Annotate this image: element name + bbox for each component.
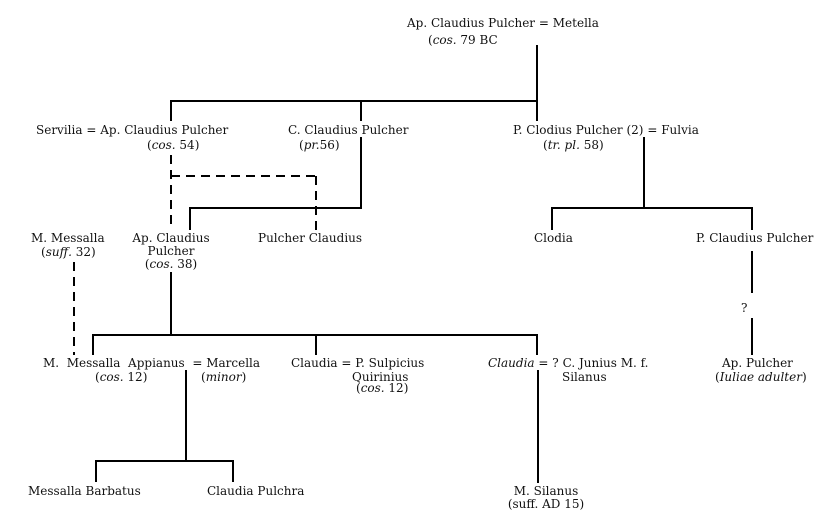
office-line: (pr.56) <box>299 138 340 152</box>
person-p-clodius-couple: P. Clodius Pulcher (2) = Fulvia <box>513 124 699 137</box>
marriage-sign: = <box>192 356 203 370</box>
person-name: P. Clodius Pulcher (2) <box>513 123 644 137</box>
person-name: Ap. Claudius Pulcher <box>407 16 536 30</box>
office-line: (suff. AD 15) <box>507 497 585 511</box>
person-claudia-sulpicius-couple: Claudia = P. Sulpicius <box>291 357 424 370</box>
person-claudia-silanus-couple: Claudia = ? C. Junius M. f. <box>488 357 649 370</box>
person-m-silanus: M. Silanus (suff. AD 15) <box>500 485 592 511</box>
person-servilia-couple: Servilia = Ap. Claudius Pulcher <box>36 124 228 137</box>
person-c-claudius-pulcher: C. Claudius Pulcher <box>288 123 409 137</box>
person-name-marcella: Marcella <box>206 356 261 370</box>
person-name-claudia: Claudia <box>291 356 338 370</box>
person-name: Ap. Claudius Pulcher <box>100 123 229 137</box>
marriage-sign: = <box>538 16 549 30</box>
person-name: C. Junius M. f. <box>562 356 649 370</box>
uncertain-mark: ? <box>741 301 748 315</box>
marriage-sign: = <box>341 356 352 370</box>
note-line: (Iuliae adulter) <box>715 370 807 384</box>
office-line: (cos. 12) <box>356 381 409 395</box>
marriage-sign: = <box>647 123 658 137</box>
person-name: M. Messalla Appianus <box>43 356 185 370</box>
person-clodia: Clodia <box>534 231 573 245</box>
person-name: P. Sulpicius <box>355 356 425 370</box>
office-line: (cos. 38) <box>144 257 198 271</box>
person-name-claudia: Claudia <box>488 356 535 370</box>
person-m-messalla: M. Messalla <box>31 231 105 245</box>
person-name-metella: Metella <box>552 16 599 30</box>
person-name-servilia: Servilia <box>36 123 83 137</box>
office-line: (suff. 32) <box>41 245 96 259</box>
person-p-claudius-pulcher: P. Claudius Pulcher <box>696 231 814 245</box>
person-name-cont: Quirinius <box>352 370 409 384</box>
office-line: (cos. 12) <box>95 370 148 384</box>
office-line: (cos. 54) <box>147 138 200 152</box>
person-claudia-pulchra: Claudia Pulchra <box>207 484 305 498</box>
person-messalla-appianus-couple: M. Messalla Appianus = Marcella <box>43 357 260 370</box>
marriage-sign: = <box>86 123 97 137</box>
person-ap-claudius-pulcher-cos38: Ap. Claudius Pulcher (cos. 38) <box>130 232 212 271</box>
person-name-fulvia: Fulvia <box>661 123 699 137</box>
office-line: (tr. pl. 58) <box>543 138 604 152</box>
person-name-cont: Silanus <box>562 370 607 384</box>
marriage-sign: = <box>538 356 549 370</box>
person-pulcher-claudius: Pulcher Claudius <box>258 231 363 245</box>
person-ap-pulcher: Ap. Pulcher <box>722 356 793 370</box>
person-ap-claudius-pulcher-cos79: Ap. Claudius Pulcher = Metella <box>407 17 599 30</box>
person-messalla-barbatus: Messalla Barbatus <box>28 484 141 498</box>
office-line: (cos. 79 BC <box>428 33 498 47</box>
epithet-line: (minor) <box>201 370 247 384</box>
uncertain-mark: ? <box>552 356 559 370</box>
